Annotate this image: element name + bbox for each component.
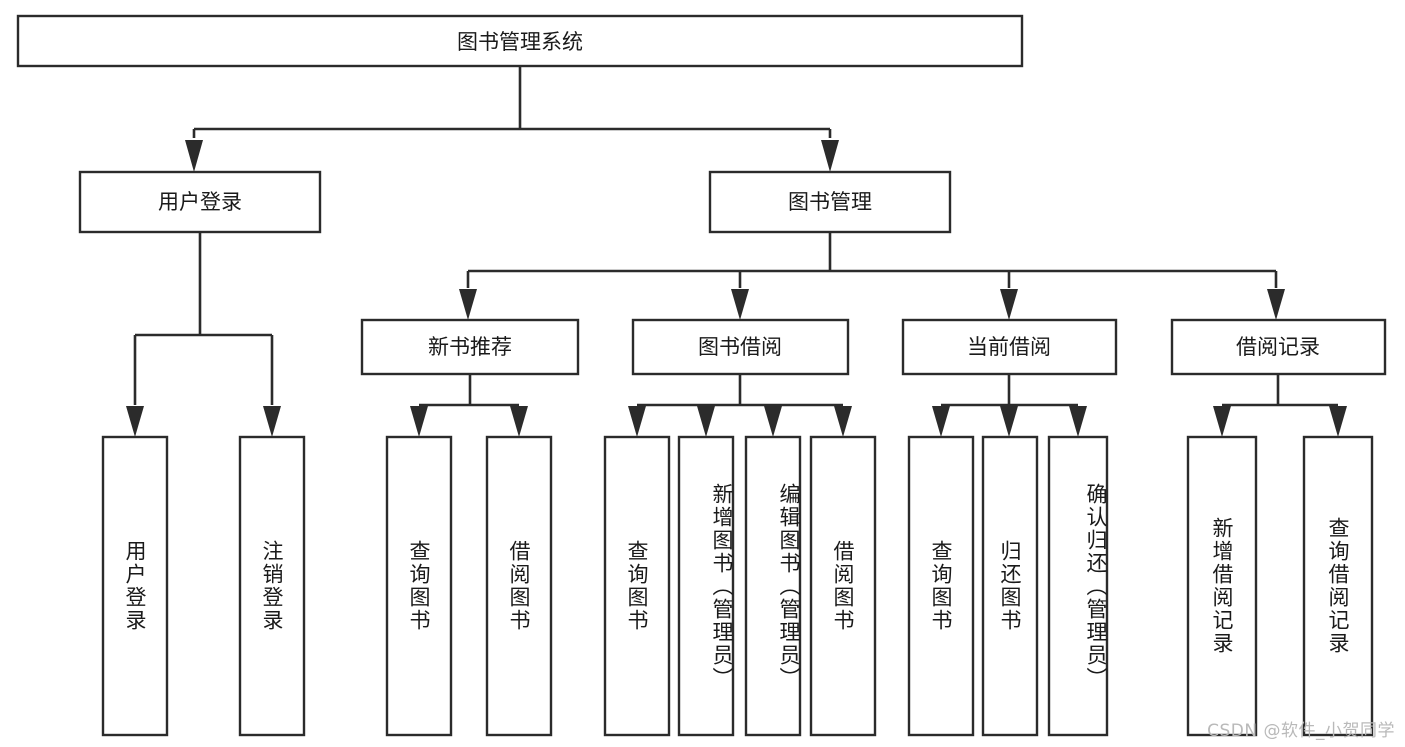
node-leaf-logout-login-box[interactable] — [238, 435, 306, 737]
arrow-icon-to-current-borrow — [1000, 289, 1018, 320]
node-current-borrow-box[interactable] — [901, 318, 1118, 376]
node-book-borrow[interactable]: 图书借阅 — [631, 318, 850, 376]
node-user-login[interactable]: 用户登录 — [78, 170, 322, 234]
node-leaf-add-record-box[interactable] — [1186, 435, 1258, 737]
node-leaf-add-book-box[interactable] — [677, 435, 735, 737]
connector-group-book-management — [459, 232, 1285, 320]
node-root-box[interactable] — [16, 14, 1024, 68]
arrow-icon-to-leaf-logout-login — [263, 406, 281, 437]
node-leaf-borrow-book-2-box[interactable] — [809, 435, 877, 737]
node-leaf-confirm-return-box[interactable] — [1047, 435, 1109, 737]
node-leaf-query-book-1-box[interactable] — [385, 435, 453, 737]
node-leaf-borrow-book-1-box[interactable] — [485, 435, 553, 737]
csdn-watermark: CSDN @软件_小贺同学 — [1207, 721, 1395, 741]
node-borrow-record[interactable]: 借阅记录 — [1170, 318, 1387, 376]
node-current-borrow[interactable]: 当前借阅 — [901, 318, 1118, 376]
arrow-icon-to-leaf-borrow-book-1 — [510, 406, 528, 437]
node-book-management[interactable]: 图书管理 — [708, 170, 952, 234]
arrow-icon-to-leaf-user-login — [126, 406, 144, 437]
arrow-icon-to-book-management — [821, 140, 839, 172]
connector-group-borrow-record — [1213, 374, 1347, 437]
arrow-icon-to-leaf-query-book-3 — [932, 406, 950, 437]
arrow-icon-to-leaf-query-record — [1329, 406, 1347, 437]
node-new-book-recommend[interactable]: 新书推荐 — [360, 318, 580, 376]
arrow-icon-to-new-book-recommend — [459, 289, 477, 320]
arrow-icon-to-leaf-query-book-1 — [410, 406, 428, 437]
arrow-icon-to-leaf-confirm-return — [1069, 406, 1087, 437]
arrow-icon-to-leaf-add-record — [1213, 406, 1231, 437]
node-leaf-query-record-box[interactable] — [1302, 435, 1374, 737]
arrow-icon-to-leaf-query-book-2 — [628, 406, 646, 437]
connector-group-current-borrow — [932, 374, 1087, 437]
node-root[interactable]: 图书管理系统 — [16, 14, 1024, 68]
node-borrow-record-label: 借阅记录 — [1236, 335, 1320, 359]
node-root-label: 图书管理系统 — [457, 30, 583, 54]
node-leaf-query-book-2-box[interactable] — [603, 435, 671, 737]
node-book-management-box[interactable] — [708, 170, 952, 234]
connector-group-book-borrow — [628, 374, 852, 437]
arrow-icon-to-user-login — [185, 140, 203, 172]
node-leaf-return-book-box[interactable] — [981, 435, 1039, 737]
node-user-login-box[interactable] — [78, 170, 322, 234]
arrow-icon-to-leaf-add-book — [697, 406, 715, 437]
arrow-icon-to-leaf-return-book — [1000, 406, 1018, 437]
node-leaf-user-login-box[interactable] — [101, 435, 169, 737]
connector-group-user-login — [126, 232, 281, 437]
arrow-icon-to-book-borrow — [731, 289, 749, 320]
node-current-borrow-label: 当前借阅 — [967, 335, 1051, 359]
node-leaf-edit-book-box[interactable] — [744, 435, 802, 737]
node-user-login-label: 用户登录 — [158, 190, 242, 214]
node-book-borrow-box[interactable] — [631, 318, 850, 376]
arrow-icon-to-borrow-record — [1267, 289, 1285, 320]
node-borrow-record-box[interactable] — [1170, 318, 1387, 376]
node-book-borrow-label: 图书借阅 — [698, 335, 782, 359]
node-book-management-label: 图书管理 — [788, 190, 872, 214]
arrow-icon-to-leaf-edit-book — [764, 406, 782, 437]
node-new-book-recommend-label: 新书推荐 — [428, 335, 512, 359]
connector-group-new-book-recommend — [410, 374, 528, 437]
node-leaf-query-book-3-box[interactable] — [907, 435, 975, 737]
connector-group-root — [185, 66, 839, 172]
node-new-book-recommend-box[interactable] — [360, 318, 580, 376]
arrow-icon-to-leaf-borrow-book-2 — [834, 406, 852, 437]
